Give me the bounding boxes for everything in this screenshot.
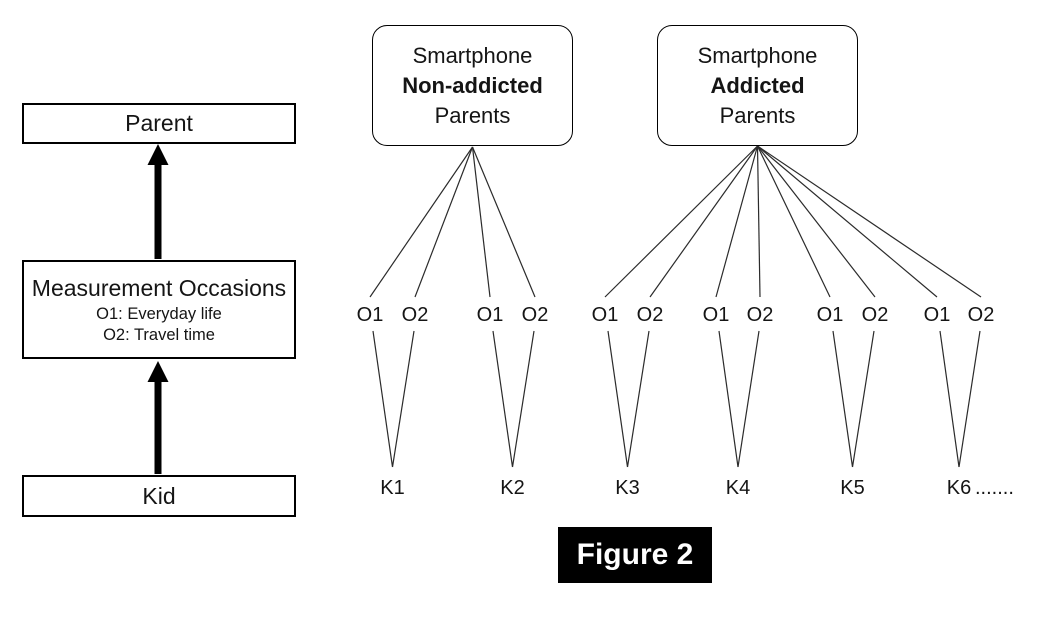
fan-line [471, 146, 536, 298]
fan-line [756, 145, 761, 298]
occasion-to-kid-line [851, 330, 875, 468]
fan-line [471, 146, 491, 298]
measurement-occasions-title: Measurement Occasions [31, 275, 287, 301]
occasion-to-kid-line [511, 330, 535, 468]
occasion-to-kid-line [939, 330, 960, 468]
occasion-to-kid-line [391, 330, 415, 468]
arrow-measurement-to-parent-head [147, 144, 169, 165]
figure-caption: Figure 2 [576, 538, 694, 571]
fan-line [756, 145, 831, 298]
group-box-line3: Parents [434, 102, 511, 128]
occasion-to-kid-line [958, 330, 981, 468]
kid-label: K2 [500, 477, 525, 499]
fan-line [757, 145, 938, 298]
occasion-label: O1 [702, 304, 730, 326]
kid-label: K1 [380, 477, 405, 499]
occasion-label: O2 [861, 304, 889, 326]
kid-label-ellipsis: ....... [975, 477, 1014, 499]
fan-line [649, 145, 758, 298]
parent-box: Parent [22, 103, 296, 144]
kid-box: Kid [22, 475, 296, 517]
occasion-label: O2 [746, 304, 774, 326]
kid-label: K5 [840, 477, 865, 499]
occasion-to-kid-line [626, 330, 650, 468]
occasion-to-kid-line [492, 330, 514, 468]
measurement-occasion-1-label: O1: Everyday life [96, 305, 222, 323]
occasion-to-kid-line [737, 330, 760, 468]
occasion-label: O1 [476, 304, 504, 326]
kid-label: K3 [615, 477, 640, 499]
occasion-to-kid-line [718, 330, 739, 468]
kid-label: K4 [725, 477, 751, 499]
parent-box-label: Parent [125, 110, 193, 136]
occasion-label: O2 [636, 304, 664, 326]
occasion-label: O2 [967, 304, 995, 326]
arrow-kid-to-measurement-head [147, 361, 169, 382]
fan-line [715, 145, 759, 298]
occasion-label: O1 [923, 304, 951, 326]
group-box-line3: Parents [719, 102, 796, 128]
occasion-label: O1 [591, 304, 619, 326]
occasion-to-kid-line [372, 330, 394, 468]
fan-line [757, 145, 982, 298]
fan-line [757, 145, 876, 298]
occasion-label: O2 [401, 304, 429, 326]
fan-line [414, 146, 474, 298]
occasion-to-kid-line [832, 330, 854, 468]
group-box-line1: Smartphone [412, 42, 533, 68]
fan-line [604, 145, 758, 298]
kid-box-label: Kid [142, 482, 176, 509]
kid-label: K6 [946, 477, 972, 499]
measurement-occasion-2-label: O2: Travel time [103, 326, 215, 344]
group-box-line2: Addicted [710, 72, 805, 98]
group-box-non-addicted-parents: Smartphone Non-addicted Parents [372, 25, 573, 146]
group-box-addicted-parents: Smartphone Addicted Parents [657, 25, 858, 146]
occasion-to-kid-line [607, 330, 629, 468]
group-box-line2: Non-addicted [402, 72, 543, 98]
occasion-label: O1 [356, 304, 384, 326]
occasion-label: O1 [816, 304, 844, 326]
group-box-line1: Smartphone [697, 42, 818, 68]
figure-caption-box: Figure 2 [558, 527, 712, 583]
measurement-occasions-box: Measurement Occasions O1: Everyday life … [22, 260, 296, 359]
fan-line [369, 146, 473, 298]
occasion-label: O2 [521, 304, 549, 326]
